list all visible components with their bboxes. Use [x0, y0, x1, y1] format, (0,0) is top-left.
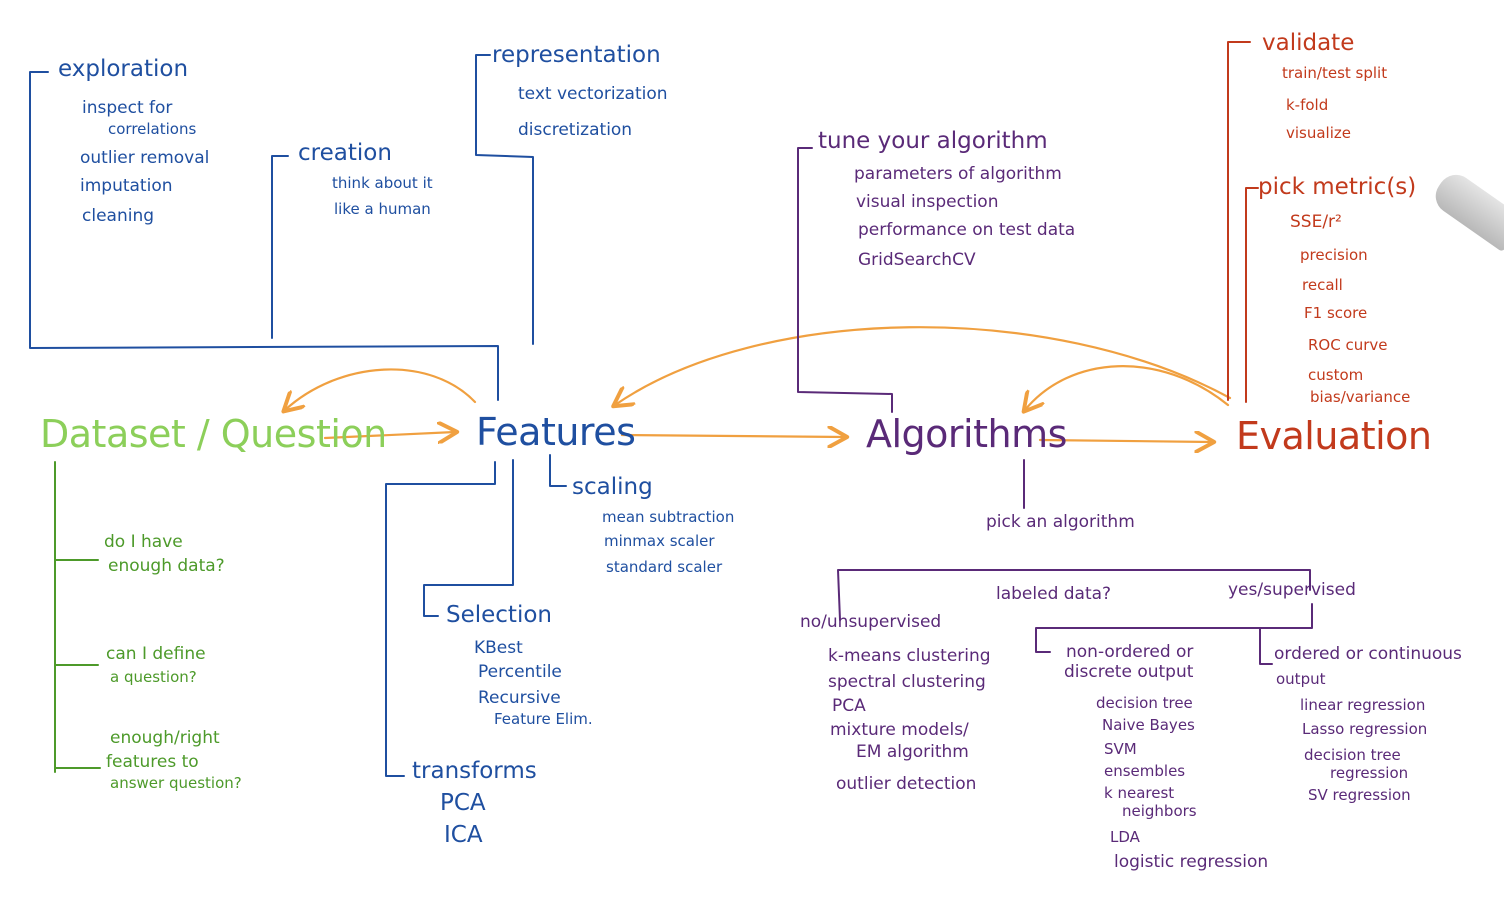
dataset-question-text: enough/right: [110, 728, 220, 748]
representation-item: discretization: [518, 120, 633, 140]
arrow-evaluation-back-to-algorithms: [1025, 365, 1230, 410]
dataset-question-text: a question?: [110, 668, 197, 686]
scaling-item: mean subtraction: [602, 508, 735, 526]
supervised-label: yes/supervised: [1228, 580, 1356, 600]
selection-item: Recursive: [478, 688, 561, 708]
transforms-item: PCA: [440, 790, 486, 816]
continuous-title: ordered or continuous: [1274, 644, 1462, 664]
exploration-item: cleaning: [82, 206, 155, 226]
continuous-item: SV regression: [1308, 786, 1411, 804]
continuous-item: regression: [1330, 764, 1409, 782]
exploration-item: correlations: [108, 120, 197, 138]
arrow-features-to-algorithms: [620, 435, 845, 437]
unsupervised-item: k-means clustering: [828, 646, 991, 666]
unsupervised-item: mixture models/: [830, 720, 969, 740]
discrete-title: discrete output: [1064, 662, 1194, 682]
exploration-item: imputation: [80, 176, 173, 196]
arrow-features-back-to-dataset: [285, 368, 477, 410]
discrete-item: k nearest: [1104, 784, 1175, 802]
evaluation-node: Evaluation: [1236, 414, 1432, 458]
continuous-item: Lasso regression: [1302, 720, 1428, 738]
discrete-item: neighbors: [1122, 802, 1197, 820]
discrete-item: decision tree: [1096, 694, 1193, 712]
transforms-item: ICA: [444, 822, 483, 848]
metric-item: SSE/r²: [1290, 212, 1342, 232]
creation-title: creation: [298, 140, 392, 166]
scaling-title: scaling: [572, 474, 653, 500]
continuous-item: linear regression: [1300, 696, 1426, 714]
representation-item: text vectorization: [518, 84, 668, 104]
labeled-data-question: labeled data?: [996, 584, 1112, 604]
discrete-item: SVM: [1104, 740, 1137, 758]
algorithms-node: Algorithms: [866, 412, 1067, 456]
unsupervised-item: outlier detection: [836, 774, 977, 794]
exploration-item: outlier removal: [80, 148, 210, 168]
discrete-item: Naive Bayes: [1102, 716, 1195, 734]
discrete-item: logistic regression: [1114, 852, 1269, 872]
metric-item: precision: [1300, 246, 1368, 264]
dataset-tree: [54, 461, 101, 773]
evaluation-brackets: [1227, 41, 1259, 403]
tune-item: visual inspection: [856, 192, 999, 212]
exploration-item: inspect for: [82, 98, 173, 118]
tune-item: parameters of algorithm: [854, 164, 1062, 184]
tune-title: tune your algorithm: [818, 128, 1048, 154]
metric-item: ROC curve: [1308, 336, 1388, 354]
dataset-question-text: answer question?: [110, 774, 242, 792]
arrow-algorithms-to-evaluation: [1038, 440, 1212, 442]
unsupervised-item: PCA: [832, 696, 866, 716]
validate-title: validate: [1262, 30, 1355, 56]
tune-item: GridSearchCV: [858, 250, 976, 270]
metrics-title: pick metric(s): [1258, 174, 1417, 200]
validate-item: visualize: [1286, 124, 1351, 142]
metric-item: recall: [1302, 276, 1343, 294]
exploration-title: exploration: [58, 56, 189, 82]
representation-title: representation: [492, 42, 661, 68]
algorithm-brackets: [797, 147, 1313, 665]
pick-algorithm-title: pick an algorithm: [986, 512, 1135, 532]
dataset-question-text: enough data?: [108, 556, 225, 576]
continuous-title: output: [1276, 670, 1326, 688]
dataset-question-text: features to: [106, 752, 199, 772]
arrow-evaluation-back-to-features: [615, 326, 1232, 405]
creation-item: think about it: [332, 174, 433, 192]
discrete-item: ensembles: [1104, 762, 1186, 780]
validate-item: k-fold: [1286, 96, 1329, 114]
flow-arrows: [285, 326, 1232, 442]
tune-item: performance on test data: [858, 220, 1076, 240]
selection-item: Feature Elim.: [494, 710, 593, 728]
selection-title: Selection: [446, 602, 552, 628]
scaling-item: standard scaler: [606, 558, 723, 576]
features-brackets: [29, 54, 567, 777]
selection-item: KBest: [474, 638, 523, 658]
discrete-item: LDA: [1110, 828, 1140, 846]
dataset-question-text: do I have: [104, 532, 183, 552]
selection-item: Percentile: [478, 662, 562, 682]
features-node: Features: [476, 410, 636, 454]
dataset-question-text: can I define: [106, 644, 206, 664]
validate-item: train/test split: [1282, 64, 1388, 82]
creation-item: like a human: [334, 200, 431, 218]
dataset-question-node: Dataset / Question: [40, 412, 387, 456]
scaling-item: minmax scaler: [604, 532, 715, 550]
discrete-title: non-ordered or: [1066, 642, 1194, 662]
unsupervised-item: spectral clustering: [828, 672, 986, 692]
metric-item: F1 score: [1304, 304, 1368, 322]
unsupervised-item: EM algorithm: [856, 742, 969, 762]
metric-item: custom: [1308, 366, 1364, 384]
transforms-title: transforms: [412, 758, 537, 784]
continuous-item: decision tree: [1304, 746, 1401, 764]
metric-item: bias/variance: [1310, 388, 1411, 406]
arrow-dataset-to-features: [323, 432, 455, 438]
unsupervised-title: no/unsupervised: [800, 612, 942, 632]
